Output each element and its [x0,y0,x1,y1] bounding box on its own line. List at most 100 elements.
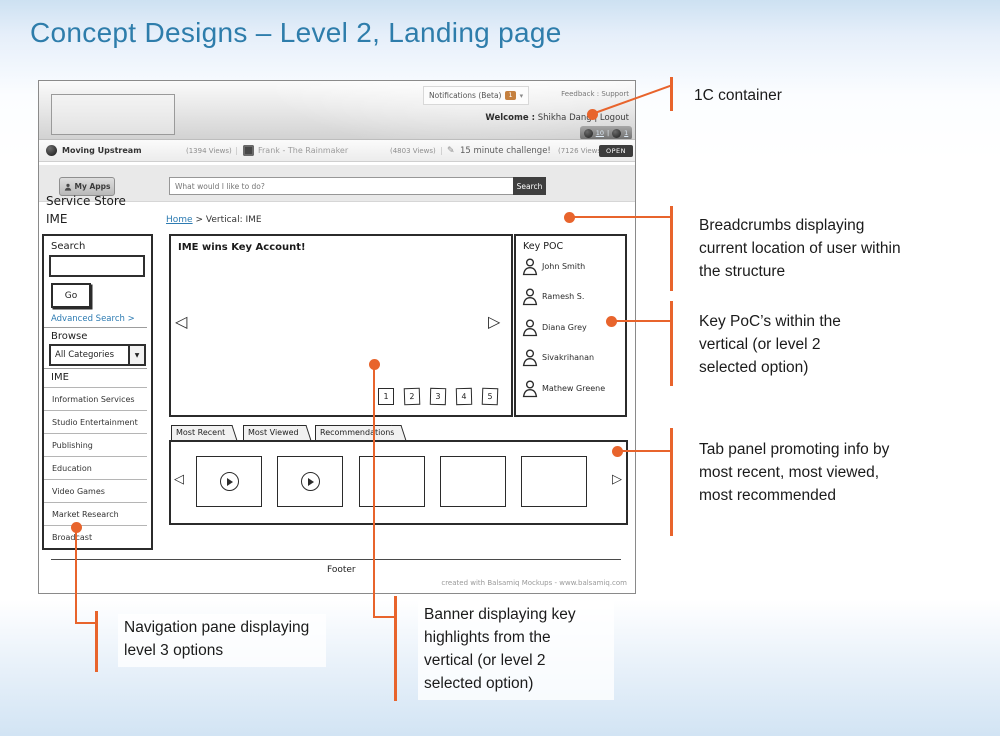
go-button[interactable]: Go [51,283,91,308]
sidebar-search-input[interactable] [49,255,145,277]
sidebar-item-market-research[interactable]: Market Research [44,502,147,525]
store-heading-line1: Service Store [46,194,126,208]
person-icon [522,287,538,305]
person-icon [522,318,538,336]
username: Shikha Dang [537,113,592,123]
banner-page-1[interactable]: 1 [378,388,394,405]
banner-page-3[interactable]: 3 [429,387,447,406]
callout-dot-breadcrumbs [564,212,575,223]
poc-row[interactable]: Diana Grey [522,316,620,338]
notifications-label: Notifications (Beta) [429,91,502,100]
chevron-down-icon: ▾ [519,91,524,100]
poc-row[interactable]: Sivakrihanan [522,346,620,368]
banner-page-4[interactable]: 4 [455,387,473,406]
media-thumbnail[interactable] [277,456,343,507]
tab-recommendations[interactable]: Recommendations [315,425,399,441]
callout-tick-key-poc [670,301,673,386]
callout-line-breadcrumbs [570,216,671,218]
banner-prev-arrow[interactable]: ◁ [175,312,188,331]
my-apps-button[interactable]: My Apps [59,177,115,196]
poc-row[interactable]: John Smith [522,255,620,277]
callout-tick-tab-panel [670,428,673,536]
highlight-banner: IME wins Key Account! ◁ ▷ 1 2 3 4 5 [169,234,513,417]
media-thumbnail[interactable] [196,456,262,507]
poc-name: Ramesh S. [542,291,585,301]
advanced-search-link[interactable]: Advanced Search > [51,314,135,324]
callout-elbow-banner [373,616,396,618]
search-input[interactable] [169,177,519,195]
logout-link[interactable]: Logout [599,113,629,123]
ticker-views-2: (4803 Views) [390,146,436,155]
messages-count[interactable]: 10 [595,129,604,137]
pencil-icon: ✎ [447,145,455,156]
annotation-breadcrumbs: Breadcrumbs displaying current location … [699,217,901,280]
sidebar-item-list: Information Services Studio Entertainmen… [44,387,147,548]
search-button[interactable]: Search [513,177,546,195]
person-icon [522,348,538,366]
video-thumbnail-icon [243,145,254,156]
browse-label: Browse [51,331,88,342]
support-link[interactable]: Support [601,90,629,98]
ticker-views-1: (1394 Views) [186,146,232,155]
media-thumbnail[interactable] [521,456,587,507]
media-icon [612,128,622,138]
welcome-prefix: Welcome : [485,113,535,123]
footer-label: Footer [327,565,356,575]
sidebar-item-information-services[interactable]: Information Services [44,387,147,410]
caret-down-icon: ▼ [128,346,144,364]
tab-most-viewed[interactable]: Most Viewed [243,425,303,441]
category-dropdown[interactable]: All Categories ▼ [49,344,146,366]
callout-elbow-nav-pane [75,622,97,624]
media-thumbnail[interactable] [440,456,506,507]
annotation-tab-panel: Tab panel promoting info by most recent,… [699,441,890,504]
header-toolbar: 10 | 1 [580,126,632,139]
divider [44,327,147,328]
poc-name: Sivakrihanan [542,352,595,362]
search-bar-row: My Apps Search [39,165,635,202]
panel-prev-arrow[interactable]: ◁ [174,472,184,487]
messages-icon [583,128,593,138]
callout-line-key-poc [612,320,671,322]
banner-page-2[interactable]: 2 [403,387,421,406]
panel-next-arrow[interactable]: ▷ [612,472,622,487]
globe-icon [46,145,57,156]
breadcrumb-home-link[interactable]: Home [166,215,193,225]
wireframe-mockup: Notifications (Beta) 1 ▾ Feedback : Supp… [38,80,636,594]
callout-line-nav-pane [75,527,77,624]
callout-dot-tab-panel [612,446,623,457]
sidebar-item-education[interactable]: Education [44,456,147,479]
media-count[interactable]: 1 [624,129,629,137]
poc-name: John Smith [542,261,586,271]
ticker-item-2[interactable]: Frank - The Rainmaker [258,146,349,155]
navigation-pane: Search Go Advanced Search > Browse All C… [42,234,153,550]
callout-line-tab-panel [618,450,671,452]
separator: | [235,146,238,155]
separator: | [606,129,610,137]
poc-name: Mathew Greene [542,383,606,393]
feedback-link[interactable]: Feedback [561,90,595,98]
annotation-banner: Banner displaying key highlights from th… [418,601,614,700]
sidebar-item-studio-entertainment[interactable]: Studio Entertainment [44,410,147,433]
sidebar-item-broadcast[interactable]: Broadcast [44,525,147,548]
tab-panel: ◁ ▷ [169,440,628,525]
open-button[interactable]: OPEN [599,144,634,157]
ticker-item-1[interactable]: Moving Upstream [62,146,142,155]
category-selected-value: All Categories [55,350,115,360]
ticker-item-3[interactable]: 15 minute challenge! [460,145,551,156]
media-thumbnail[interactable] [359,456,425,507]
callout-line-banner [373,364,375,618]
notifications-dropdown[interactable]: Notifications (Beta) 1 ▾ [423,86,530,105]
breadcrumb-current: Vertical: IME [205,215,262,225]
welcome-line: Welcome : Shikha Dang | Logout [485,113,629,123]
banner-next-arrow[interactable]: ▷ [488,312,501,331]
poc-row[interactable]: Ramesh S. [522,285,620,307]
banner-page-5[interactable]: 5 [481,387,499,406]
sidebar-item-publishing[interactable]: Publishing [44,433,147,456]
sidebar-item-video-games[interactable]: Video Games [44,479,147,502]
tab-most-recent[interactable]: Most Recent [171,425,230,441]
breadcrumb-separator: > [195,215,203,225]
featured-ticker: Moving Upstream (1394 Views) | Frank - T… [39,139,635,162]
poc-row[interactable]: Mathew Greene [522,377,620,399]
play-icon [300,472,320,491]
play-icon [219,472,239,491]
